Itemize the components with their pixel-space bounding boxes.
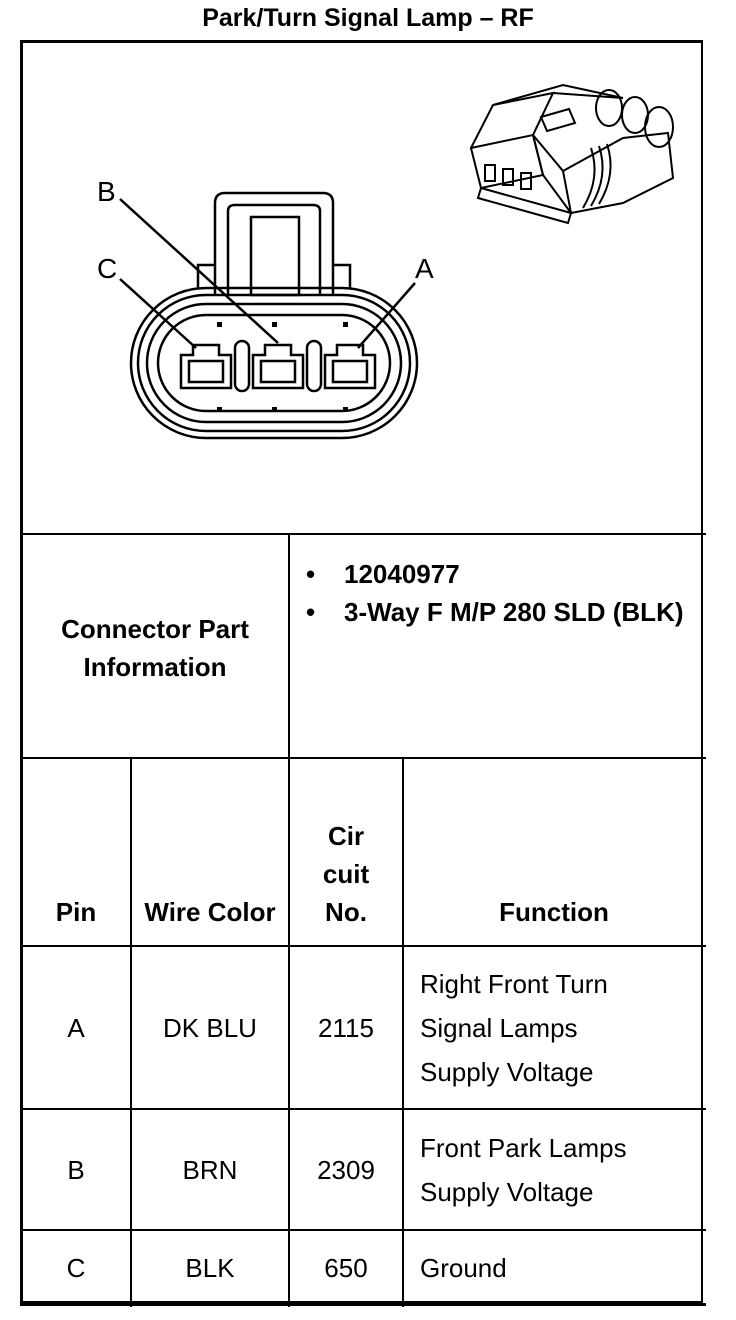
header-wire-color: Wire Color — [144, 897, 276, 927]
header-circuit-number: Cir cuit No. — [322, 821, 370, 927]
bullet-icon: • — [306, 559, 316, 589]
table-row-c-pin: C — [66, 1253, 86, 1283]
connector-part-label: Connector Part Information — [61, 614, 249, 682]
part-number-text: 12040977 — [344, 559, 460, 589]
divider — [20, 1229, 706, 1231]
divider — [20, 945, 706, 947]
connector-face-diagram — [119, 83, 675, 440]
table-row-b-pin: B — [67, 1154, 85, 1185]
pin-label-c: C — [97, 253, 118, 284]
table-row-b-wire-color: BRN — [182, 1154, 238, 1185]
connector-part-number: • 12040977 — [292, 555, 702, 593]
table-row-c-function: Ground — [420, 1253, 507, 1283]
table-row-a-wire-color: DK BLU — [163, 1012, 257, 1043]
divider — [20, 533, 706, 535]
connector-part-info: • 12040977 • 3-Way F M/P 280 SLD (BLK) — [292, 555, 702, 631]
description-text: 3-Way F M/P 280 SLD (BLK) — [344, 597, 684, 627]
divider — [20, 757, 706, 759]
table-row-c-circuit: 650 — [324, 1253, 368, 1283]
table-row-a-pin: A — [67, 1012, 85, 1043]
divider — [20, 1303, 706, 1306]
divider — [130, 759, 132, 1307]
table-row-a-function: Right Front Turn Signal Lamps Supply Vol… — [420, 968, 608, 1087]
header-pin: Pin — [55, 897, 97, 927]
bullet-icon: • — [306, 597, 316, 627]
table-row-a-circuit: 2115 — [318, 1012, 374, 1043]
table-row-c-wire-color: BLK — [185, 1253, 235, 1283]
divider — [20, 1108, 706, 1110]
divider — [288, 535, 290, 1307]
connector-description: • 3-Way F M/P 280 SLD (BLK) — [292, 593, 702, 631]
table-row-b-circuit: 2309 — [317, 1154, 375, 1185]
pin-label-b: B — [97, 176, 116, 207]
page-title: Park/Turn Signal Lamp – RF — [202, 4, 534, 32]
header-function: Function — [499, 897, 609, 927]
document-frame — [20, 40, 703, 1304]
pin-label-a: A — [415, 253, 434, 284]
table-row-b-function: Front Park Lamps Supply Voltage — [420, 1132, 627, 1207]
divider — [402, 759, 404, 1307]
